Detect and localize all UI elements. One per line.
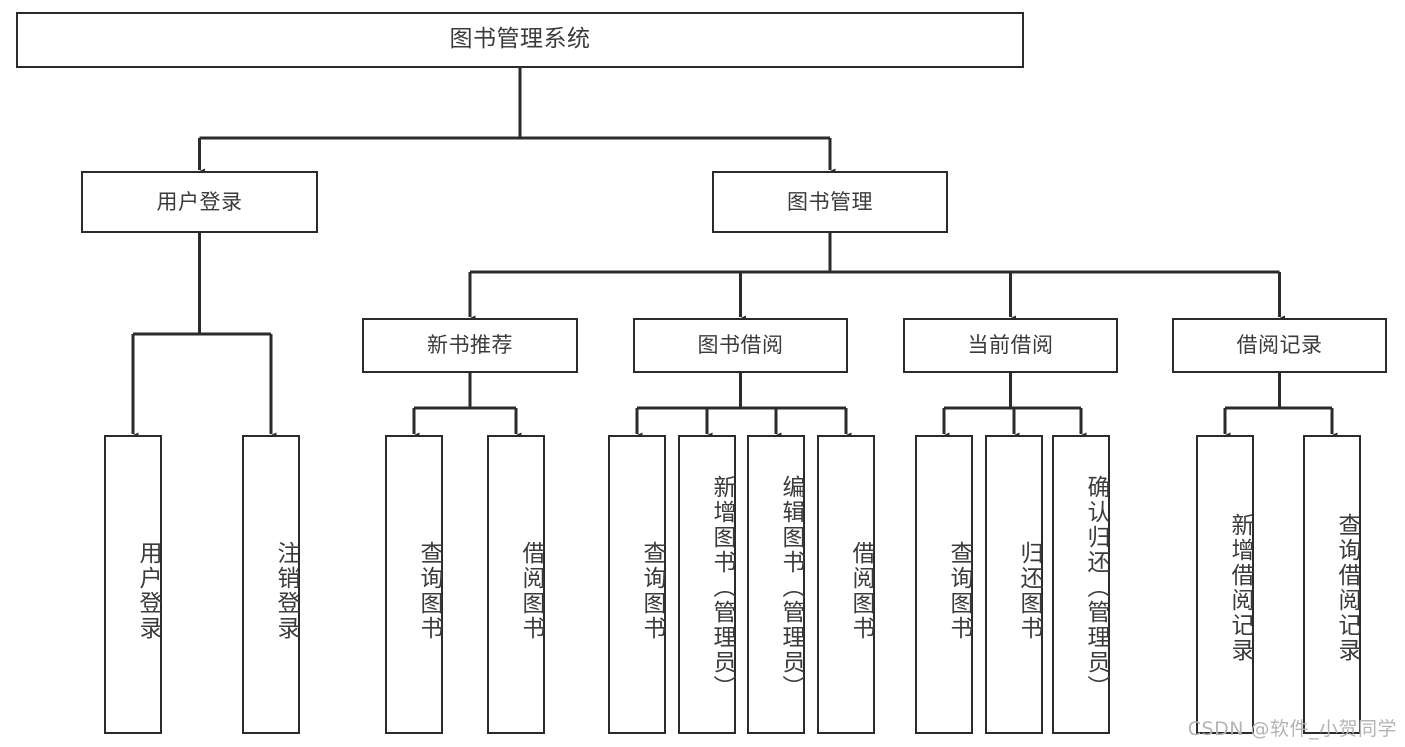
node-login[interactable]: 用户登录 xyxy=(81,171,318,233)
node-label: 用户登录 xyxy=(135,540,161,641)
node-leaf-bor-query[interactable]: 查询图书 xyxy=(608,435,666,734)
node-label: 编辑图书（管理员） xyxy=(778,475,804,700)
node-leaf-bor-add[interactable]: 新增图书（管理员） xyxy=(678,435,736,734)
node-label: 归还图书 xyxy=(1016,540,1042,641)
node-label: 新增借阅记录 xyxy=(1227,512,1253,663)
node-leaf-new-query[interactable]: 查询图书 xyxy=(385,435,443,734)
node-leaf-rec-query[interactable]: 查询借阅记录 xyxy=(1303,435,1361,734)
node-label: 查询图书 xyxy=(416,540,442,641)
node-label: 注销登录 xyxy=(273,540,299,641)
node-leaf-cur-query[interactable]: 查询图书 xyxy=(915,435,973,734)
node-leaf-bor-borrow[interactable]: 借阅图书 xyxy=(817,435,875,734)
node-bookmgmt[interactable]: 图书管理 xyxy=(712,171,948,233)
node-current[interactable]: 当前借阅 xyxy=(903,318,1118,373)
node-borrow[interactable]: 图书借阅 xyxy=(633,318,848,373)
node-label: 查询借阅记录 xyxy=(1334,512,1360,663)
node-label: 新书推荐 xyxy=(427,333,513,358)
node-leaf-login-out[interactable]: 注销登录 xyxy=(242,435,300,734)
node-label: 借阅图书 xyxy=(518,540,544,641)
node-label: 确认归还（管理员） xyxy=(1083,475,1109,700)
node-label: 用户登录 xyxy=(156,189,243,214)
node-label: 新增图书（管理员） xyxy=(709,475,735,700)
node-label: 图书借阅 xyxy=(697,333,784,358)
node-leaf-login-in[interactable]: 用户登录 xyxy=(104,435,162,734)
node-records[interactable]: 借阅记录 xyxy=(1172,318,1387,373)
node-label: 图书管理系统 xyxy=(449,26,591,53)
node-leaf-new-borrow[interactable]: 借阅图书 xyxy=(487,435,545,734)
node-leaf-cur-confirm[interactable]: 确认归还（管理员） xyxy=(1052,435,1110,734)
node-label: 借阅记录 xyxy=(1236,333,1323,358)
node-root[interactable]: 图书管理系统 xyxy=(16,12,1024,68)
node-label: 图书管理 xyxy=(787,189,873,214)
node-leaf-bor-edit[interactable]: 编辑图书（管理员） xyxy=(747,435,805,734)
node-label: 当前借阅 xyxy=(967,333,1054,358)
node-label: 借阅图书 xyxy=(848,540,874,641)
node-label: 查询图书 xyxy=(946,540,972,641)
node-leaf-rec-add[interactable]: 新增借阅记录 xyxy=(1196,435,1254,734)
node-leaf-cur-return[interactable]: 归还图书 xyxy=(985,435,1043,734)
node-label: 查询图书 xyxy=(639,540,665,641)
watermark-text: CSDN @软件_小贺同学 xyxy=(1187,718,1397,740)
node-newbook[interactable]: 新书推荐 xyxy=(362,318,578,373)
